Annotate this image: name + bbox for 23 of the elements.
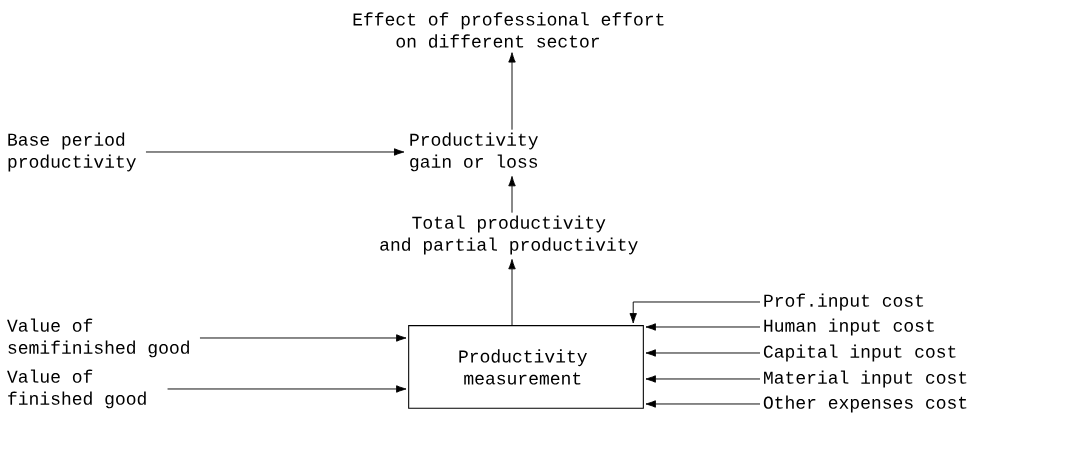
arrow bbox=[508, 259, 516, 326]
arrow bbox=[199, 334, 407, 342]
arrow bbox=[645, 323, 761, 331]
arrow bbox=[645, 400, 761, 408]
text-label: Total productivity and partial productivity bbox=[380, 215, 638, 255]
text-label: Value of finished good bbox=[7, 369, 146, 409]
text-label: Capital input cost bbox=[763, 344, 956, 362]
text-label: Productivity gain or loss bbox=[410, 132, 538, 172]
text-label: Value of semifinished good bbox=[7, 318, 189, 358]
arrow bbox=[645, 375, 761, 383]
arrow bbox=[167, 385, 407, 393]
arrow bbox=[645, 349, 761, 357]
text-label: Other expenses cost bbox=[763, 395, 967, 413]
process-box: Productivity measurement bbox=[408, 325, 644, 409]
arrow bbox=[508, 52, 516, 131]
text-label: Material input cost bbox=[764, 370, 967, 388]
text-label: Effect of professional effort on different sector bbox=[353, 12, 664, 48]
text-label: Human input cost bbox=[764, 318, 934, 336]
arrow bbox=[508, 176, 516, 214]
text-label: Base period productivity bbox=[8, 132, 136, 172]
arrow bbox=[629, 301, 761, 324]
text-label: Prof.input cost bbox=[764, 293, 924, 311]
arrow bbox=[145, 148, 405, 156]
